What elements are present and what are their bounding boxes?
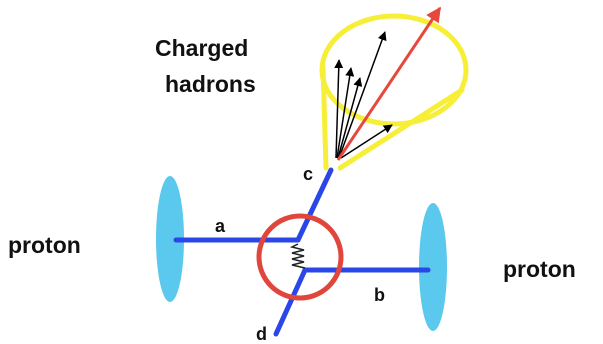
interaction-circle	[256, 213, 344, 301]
proton-right-shape	[419, 203, 447, 331]
charged-hadrons-label-line1: Charged	[155, 35, 248, 61]
parton-lines	[173, 167, 431, 337]
parton-d-line	[273, 267, 308, 337]
gluon-zigzag	[289, 243, 306, 269]
hadron-arrow	[338, 31, 387, 159]
hadron-arrow	[336, 67, 355, 159]
jet-cone-left-edge	[320, 63, 329, 171]
hadron-arrow	[337, 77, 363, 159]
jet-cone-right-edge	[337, 87, 465, 171]
parton-b-label: b	[374, 285, 385, 305]
parton-d-label: d	[256, 324, 267, 344]
proton-left-label: proton	[8, 232, 81, 258]
hadron-arrow	[340, 124, 393, 159]
parton-a-label: a	[215, 216, 226, 236]
proton-right-label: proton	[503, 256, 576, 282]
jet-cone-ellipse	[319, 13, 469, 127]
proton-left-shape	[156, 176, 184, 302]
jet-cone	[319, 13, 469, 171]
parton-c-label: c	[303, 164, 313, 184]
charged-hadrons-label-line2: hadrons	[165, 71, 256, 97]
hadron-arrows	[334, 31, 393, 159]
jet-axis-arrow	[336, 6, 442, 161]
parton-c-line	[295, 167, 334, 243]
hadron-arrow	[334, 59, 344, 159]
